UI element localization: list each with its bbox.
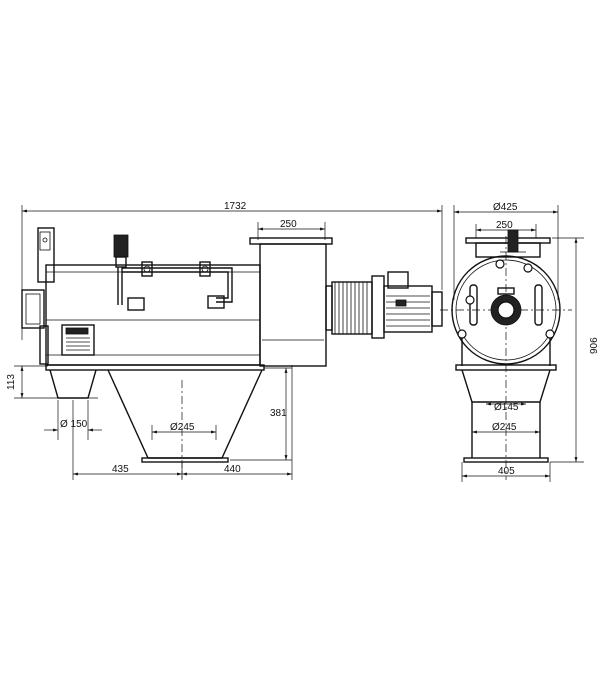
end-hopper <box>461 369 551 403</box>
nameplate <box>61 324 95 356</box>
dim-outlet-height: 113 <box>6 365 48 399</box>
dim-top-flange: 250 <box>257 219 326 240</box>
overall-height-label: 906 <box>589 337 600 354</box>
inlet-spout <box>49 369 97 399</box>
pipe-rail <box>122 267 233 303</box>
side-view: 1732 250 <box>6 201 443 480</box>
end-outlet-diameter-label: Ø245 <box>492 422 517 433</box>
end-flange-label: 250 <box>496 220 513 231</box>
knob-bottom-right <box>545 329 555 339</box>
slot-right <box>534 284 543 326</box>
cone-outlet <box>107 369 263 459</box>
slot-left <box>469 284 478 326</box>
end-base-frame <box>455 364 557 371</box>
end-lever <box>507 229 519 253</box>
drum-housing <box>259 243 327 367</box>
inlet-diameter-label: Ø 150 <box>60 419 88 430</box>
knob-top-left <box>495 259 505 269</box>
right-offset-label: 440 <box>224 464 241 475</box>
motor-fan-cover <box>331 281 373 335</box>
end-panel <box>37 227 55 283</box>
dim-end-flange: 250 <box>475 220 537 238</box>
dim-cone-height: 381 <box>230 367 292 461</box>
knob-bottom-left <box>457 329 467 339</box>
dim-end-base-width: 405 <box>461 462 551 482</box>
side-inlet-flange <box>21 289 45 329</box>
end-diameter-label: Ø425 <box>493 202 518 213</box>
left-offset-label: 435 <box>112 464 129 475</box>
knob-top-right <box>523 263 533 273</box>
dim-inlet-diameter: Ø 150 <box>44 400 102 440</box>
motor-body <box>383 285 433 333</box>
dim-overall-height: 906 <box>550 237 600 463</box>
clamp-right <box>207 295 225 309</box>
top-flange <box>249 237 333 245</box>
top-flange-label: 250 <box>280 219 297 230</box>
motor-flange <box>371 275 385 339</box>
outlet-height-label: 113 <box>6 374 17 390</box>
dim-bottom-offsets: 435 440 <box>72 365 293 480</box>
lever-switch <box>113 234 129 258</box>
overall-length-label: 1732 <box>224 201 247 212</box>
end-base-width-label: 405 <box>498 466 515 477</box>
clamp-left <box>127 297 145 311</box>
end-inner-diameter-label: Ø145 <box>494 402 519 413</box>
terminal-box <box>387 271 409 289</box>
cone-outlet-diameter-label: Ø245 <box>170 422 195 433</box>
end-view: Ø425 250 <box>440 202 600 482</box>
cone-height-label: 381 <box>270 408 287 419</box>
dim-end-diameter: Ø425 <box>453 202 559 300</box>
base-frame <box>45 364 265 371</box>
end-outlet-flange <box>463 457 549 463</box>
